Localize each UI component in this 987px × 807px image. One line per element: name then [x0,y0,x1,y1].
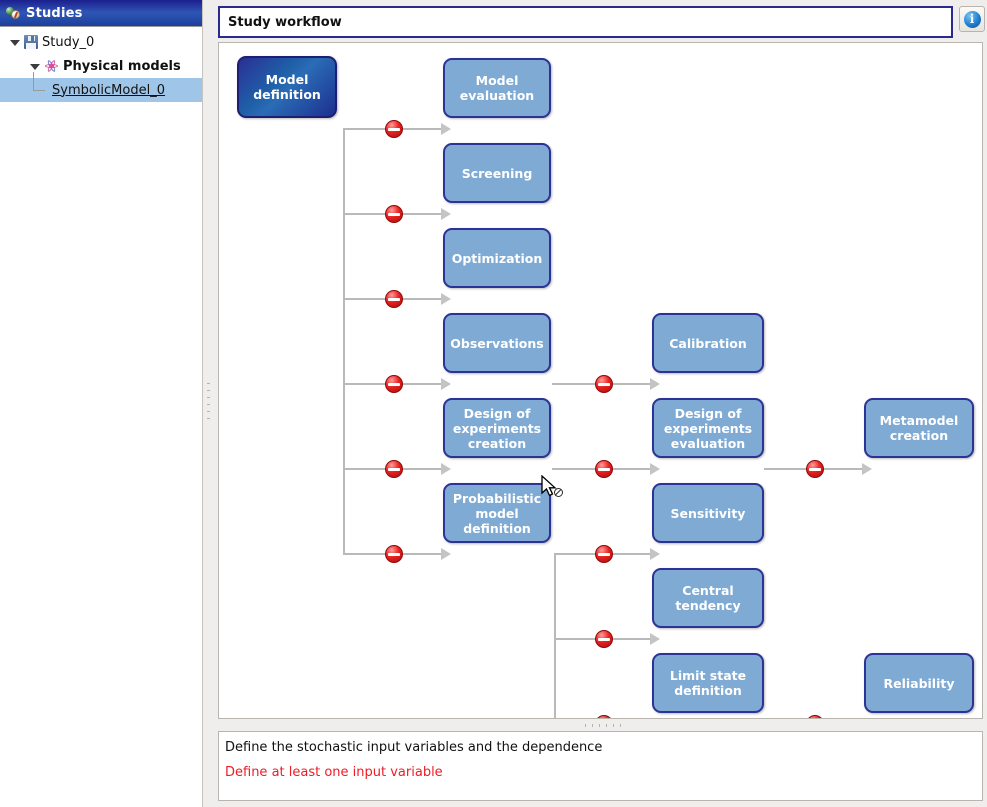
node-central-tendency[interactable]: Central tendency [652,568,764,628]
arrowhead [650,633,660,645]
mouse-cursor-no-drop [541,474,563,501]
arrowhead [441,463,451,475]
tree-item-symbolicmodel-0[interactable]: SymbolicModel_0 [0,72,202,102]
no-drop-badge-icon [554,488,563,497]
node-screening[interactable]: Screening [443,143,551,203]
blocked-icon[interactable] [806,460,824,478]
info-button[interactable]: i [959,6,985,32]
blocked-icon[interactable] [595,375,613,393]
floppy-disk-icon [24,35,38,49]
atom-icon [44,59,59,74]
expander-twisty-icon[interactable] [8,36,21,49]
studies-panel-title: Studies [26,5,83,21]
node-reliability[interactable]: Reliability [864,653,974,713]
node-model-evaluation[interactable]: Model evaluation [443,58,551,118]
node-design-of-experiments-evaluation[interactable]: Design of experiments evaluation [652,398,764,458]
blocked-icon[interactable] [385,375,403,393]
node-probabilistic-model-definition[interactable]: Probabilistic model definition [443,483,551,543]
arrowhead [650,548,660,560]
billiard-balls-icon [6,6,21,20]
tree-item-label: Physical models [63,58,181,74]
blocked-icon[interactable] [385,545,403,563]
tree-item-label: Study_0 [42,34,95,50]
arrowhead [441,548,451,560]
blocked-icon[interactable] [595,460,613,478]
arrowhead [862,463,872,475]
tree-connector [33,72,45,91]
node-limit-state-definition[interactable]: Limit state definition [652,653,764,713]
node-observations[interactable]: Observations [443,313,551,373]
arrowhead [441,293,451,305]
edge-trunk-main [343,128,345,554]
status-error-message: Define at least one input variable [225,765,443,780]
workflow-pane: Study workflow i [214,0,987,807]
blocked-icon[interactable] [385,460,403,478]
blocked-icon[interactable] [385,120,403,138]
splitter-grip [207,383,210,425]
node-sensitivity[interactable]: Sensitivity [652,483,764,543]
tree-item-physical-models[interactable]: Physical models [0,54,202,78]
blocked-icon[interactable] [595,545,613,563]
page-title: Study workflow [218,6,953,38]
studies-tree: Study_0 Physical models SymbolicModel_0 [0,27,202,102]
status-description: Define the stochastic input variables an… [225,740,603,755]
arrowhead [650,463,660,475]
blocked-icon[interactable] [385,290,403,308]
tree-item-study-0[interactable]: Study_0 [0,30,202,54]
blocked-icon[interactable] [595,630,613,648]
node-model-definition[interactable]: Model definition [237,56,337,118]
node-metamodel-creation[interactable]: Metamodel creation [864,398,974,458]
expander-twisty-icon[interactable] [28,60,41,73]
arrowhead [441,123,451,135]
arrowhead [441,208,451,220]
blocked-icon[interactable] [385,205,403,223]
arrowhead [650,378,660,390]
edge-trunk-probabilistic [554,553,556,718]
vertical-splitter[interactable] [203,0,214,807]
node-optimization[interactable]: Optimization [443,228,551,288]
node-calibration[interactable]: Calibration [652,313,764,373]
tree-item-label: SymbolicModel_0 [52,82,165,98]
studies-panel-header: Studies [0,0,202,27]
node-design-of-experiments-creation[interactable]: Design of experiments creation [443,398,551,458]
workflow-canvas[interactable]: Model definition Model evaluation Screen… [218,42,983,719]
status-panel: Define the stochastic input variables an… [218,731,983,801]
splitter-grip [585,724,627,727]
info-icon: i [963,10,981,28]
studies-panel: Studies Study_0 Physical models Symbolic… [0,0,203,807]
arrowhead [441,378,451,390]
horizontal-splitter[interactable] [218,719,983,731]
